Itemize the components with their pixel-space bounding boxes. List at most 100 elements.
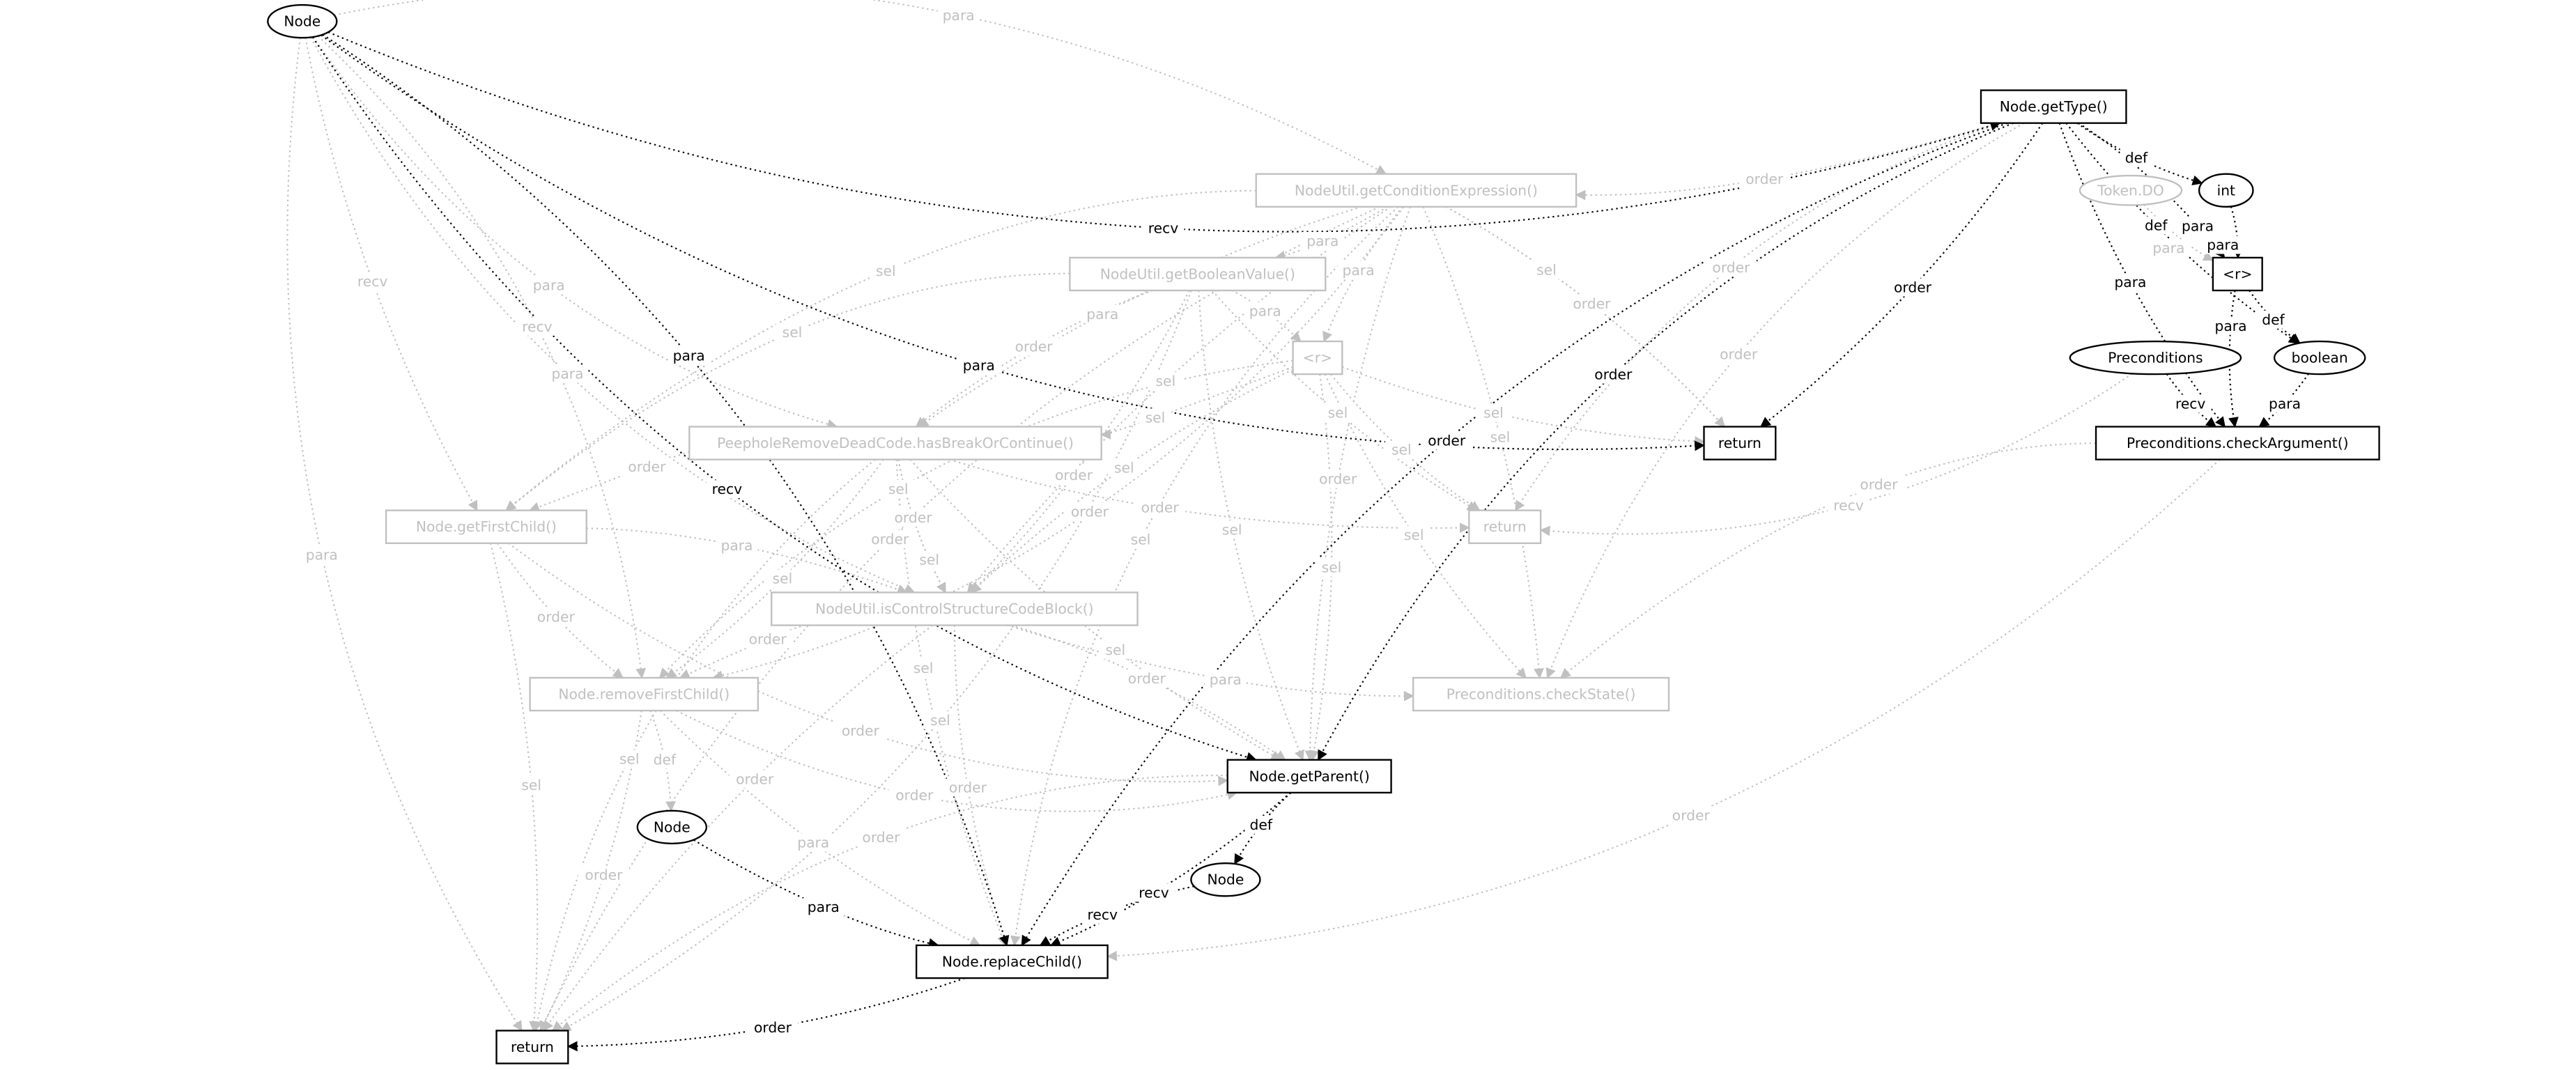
- edge-label: para: [2214, 318, 2246, 334]
- graph-node-boolean[interactable]: boolean: [2273, 340, 2366, 375]
- edge-label: para: [963, 357, 995, 374]
- edge-label-bg: [1048, 466, 1100, 484]
- edge-label: order: [1055, 467, 1093, 483]
- graph-node-replaceChild[interactable]: Node.replaceChild(): [915, 944, 1109, 979]
- graph-node-r2[interactable]: <r>: [2212, 256, 2263, 292]
- graph-node-ret1[interactable]: return: [1703, 426, 1777, 460]
- edge-line-sel: [895, 459, 1007, 947]
- edge-sel: sel: [1315, 558, 1348, 577]
- edge-order: order: [1713, 345, 1764, 364]
- edge-label: para: [2207, 237, 2239, 254]
- edge-label-bg: [766, 569, 799, 588]
- edge-line-order: [1759, 123, 2044, 428]
- graph-node-int[interactable]: int: [2198, 173, 2254, 208]
- edge-label-bg: [1121, 669, 1173, 688]
- graph-node-tokenDO[interactable]: Token.DO: [2078, 174, 2183, 206]
- graph-node-getFirstChild[interactable]: Node.getFirstChild(): [385, 509, 587, 544]
- graph-node-getCond[interactable]: NodeUtil.getConditionExpression(): [1255, 173, 1578, 208]
- graph-node-precond[interactable]: Preconditions: [2069, 340, 2242, 375]
- edge-label: order: [1128, 670, 1166, 687]
- node-label: int: [2217, 182, 2235, 199]
- edge-label: para: [1342, 262, 1374, 279]
- edge-label: sel: [1222, 521, 1242, 538]
- edge-line-para: [322, 33, 1010, 947]
- edge-label-bg: [957, 356, 1000, 375]
- edge-line-para: [2258, 373, 2310, 428]
- edge-label: order: [1141, 499, 1180, 516]
- edge-line-sel: [505, 272, 1070, 511]
- edge-label: order: [871, 531, 909, 548]
- edge-label: para: [1306, 233, 1339, 249]
- edge-label-bg: [742, 630, 794, 649]
- node-label: Node.removeFirstChild(): [558, 686, 730, 703]
- edge-def: def: [2139, 216, 2173, 235]
- graph-node-node2[interactable]: Node: [636, 809, 708, 845]
- graph-node-getParent[interactable]: Node.getParent(): [1226, 759, 1392, 794]
- edge-para: para: [2209, 316, 2252, 335]
- edge-label-bg: [2120, 148, 2153, 167]
- edge-label: order: [895, 787, 934, 804]
- edge-para: para: [2177, 217, 2219, 235]
- graph-node-ret3[interactable]: return: [495, 1030, 569, 1064]
- edge-line-recv: [1539, 373, 2133, 536]
- edge-order: order: [888, 786, 940, 805]
- edge-order: order: [747, 1018, 799, 1037]
- edge-order: order: [621, 458, 672, 476]
- edge-recv: recv: [1133, 883, 1175, 902]
- node-label: <r>: [2223, 265, 2252, 282]
- edge-line-def: [2065, 123, 2299, 344]
- edge-line-sel: [1100, 366, 1293, 440]
- node-label: Node: [654, 819, 691, 835]
- edge-line-recv: [327, 31, 2001, 233]
- edge-label-bg: [668, 346, 710, 365]
- edge-label: sel: [1114, 459, 1134, 476]
- edge-sel: sel: [907, 659, 940, 677]
- edge-label: para: [720, 537, 753, 554]
- edge-label: sel: [782, 324, 803, 341]
- edge-order: order: [1312, 470, 1364, 488]
- graph-node-ret2[interactable]: return: [1468, 509, 1542, 544]
- graph-node-getType[interactable]: Node.getType(): [1980, 89, 2127, 124]
- edge-label: order: [1071, 504, 1109, 520]
- edge-label-bg: [2257, 310, 2290, 329]
- edge-order: order: [1134, 498, 1186, 517]
- node-box: [1255, 173, 1578, 208]
- graph-node-removeFirstChild[interactable]: Node.removeFirstChild(): [529, 676, 759, 712]
- graph-node-checkArg[interactable]: Preconditions.checkArgument(): [2095, 426, 2380, 460]
- edge-label-bg: [1705, 258, 1757, 277]
- node-label: boolean: [2292, 350, 2348, 366]
- graph-node-hasBreak[interactable]: PeepholeRemoveDeadCode.hasBreakOrContinu…: [688, 426, 1102, 460]
- edge-line-sel: [505, 189, 1256, 511]
- edge-label-bg: [1530, 261, 1563, 279]
- edge-sel: sel: [1099, 640, 1132, 659]
- edge-line-order: [1514, 122, 2003, 511]
- graph-node-node3[interactable]: Node: [1190, 862, 1261, 897]
- edge-sel: sel: [1149, 372, 1182, 391]
- edge-label-bg: [1244, 815, 1278, 834]
- edge-line-order: [1445, 206, 1725, 428]
- edge-line-para: [312, 36, 838, 430]
- edge-label-bg: [802, 898, 844, 917]
- graph-node-isCtrl[interactable]: NodeUtil.isControlStructureCodeBlock(): [771, 591, 1139, 626]
- edge-line-para: [310, 36, 916, 594]
- graph-node-getBool[interactable]: NodeUtil.getBooleanValue(): [1069, 256, 1327, 292]
- edge-label-bg: [1244, 302, 1286, 320]
- edge-label-bg: [776, 323, 809, 341]
- edge-line-sel: [560, 290, 1192, 1032]
- graph-node-checkState[interactable]: Preconditions.checkState(): [1412, 676, 1670, 712]
- edge-label-bg: [1149, 372, 1182, 391]
- edge-line-sel: [897, 459, 946, 594]
- edge-recv: recv: [2169, 394, 2212, 413]
- graph-node-r1[interactable]: <r>: [1292, 340, 1343, 375]
- edge-line-para: [693, 839, 939, 949]
- node-box: [385, 509, 587, 544]
- edge-label-bg: [1064, 502, 1116, 521]
- edge-label: para: [1086, 306, 1118, 323]
- edge-label-bg: [2139, 216, 2173, 235]
- node-label: NodeUtil.getConditionExpression(): [1295, 182, 1538, 199]
- node-label: PeepholeRemoveDeadCode.hasBreakOrContinu…: [717, 435, 1074, 451]
- edge-line-sel: [909, 458, 1282, 761]
- edge-label-bg: [516, 317, 558, 336]
- graph-node-node_top[interactable]: Node: [267, 3, 338, 39]
- edge-label: sel: [1322, 559, 1342, 575]
